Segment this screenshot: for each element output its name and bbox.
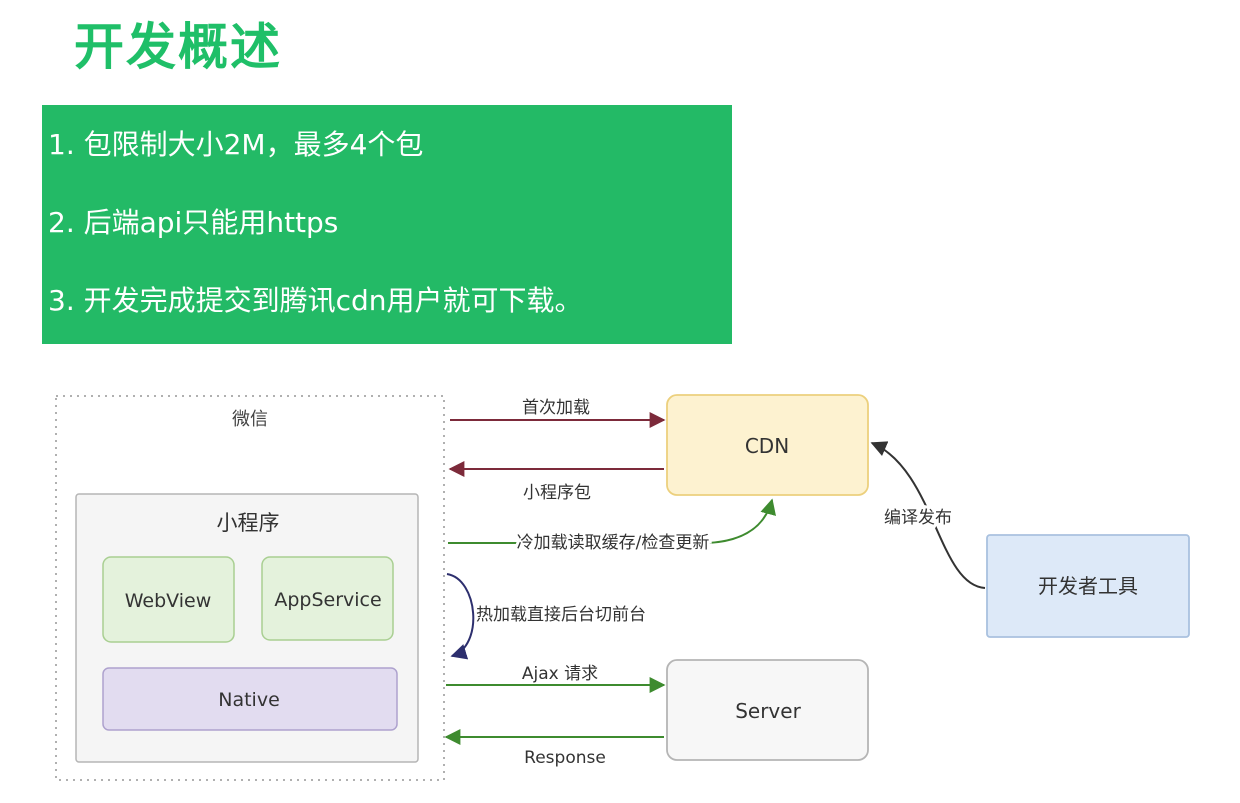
server-label: Server <box>735 699 801 723</box>
devtools-node <box>986 534 1190 638</box>
note-line-2: 2. 后端api只能用https <box>48 206 339 239</box>
server-node <box>666 659 869 761</box>
native-node <box>102 667 398 731</box>
webview-label: WebView <box>125 590 212 612</box>
native-label: Native <box>218 689 280 711</box>
edge-first-load-label: 首次加载 <box>522 398 590 418</box>
edge-hot-load-label: 热加载直接后台切前台 <box>476 605 646 625</box>
edge-ajax-label: Ajax 请求 <box>522 664 598 684</box>
cdn-label: CDN <box>745 434 789 458</box>
note-line-3: 3. 开发完成提交到腾讯cdn用户就可下载。 <box>48 284 583 317</box>
note-line-1: 1. 包限制大小2M，最多4个包 <box>48 128 424 161</box>
edge-response-label: Response <box>524 748 606 768</box>
miniprogram-label: 小程序 <box>217 511 280 535</box>
edge-package-label: 小程序包 <box>523 483 591 503</box>
edge-cold-load-arrow <box>448 498 776 544</box>
appservice-label: AppService <box>274 589 381 611</box>
edge-cold-load-label: 冷加载读取缓存/检查更新 <box>517 533 710 553</box>
edge-compile-publish-arrow <box>870 441 986 589</box>
appservice-node <box>261 556 394 641</box>
wechat-label: 微信 <box>232 409 268 430</box>
edge-hot-load-arrow <box>446 573 475 660</box>
page-title: 开发概述 <box>74 18 282 76</box>
cdn-node <box>666 394 869 496</box>
notes-panel: 1. 包限制大小2M，最多4个包 2. 后端api只能用https 3. 开发完… <box>42 105 732 344</box>
edge-compile-publish-label: 编译发布 <box>884 508 952 528</box>
webview-node <box>102 556 235 643</box>
devtools-label: 开发者工具 <box>1038 574 1138 598</box>
